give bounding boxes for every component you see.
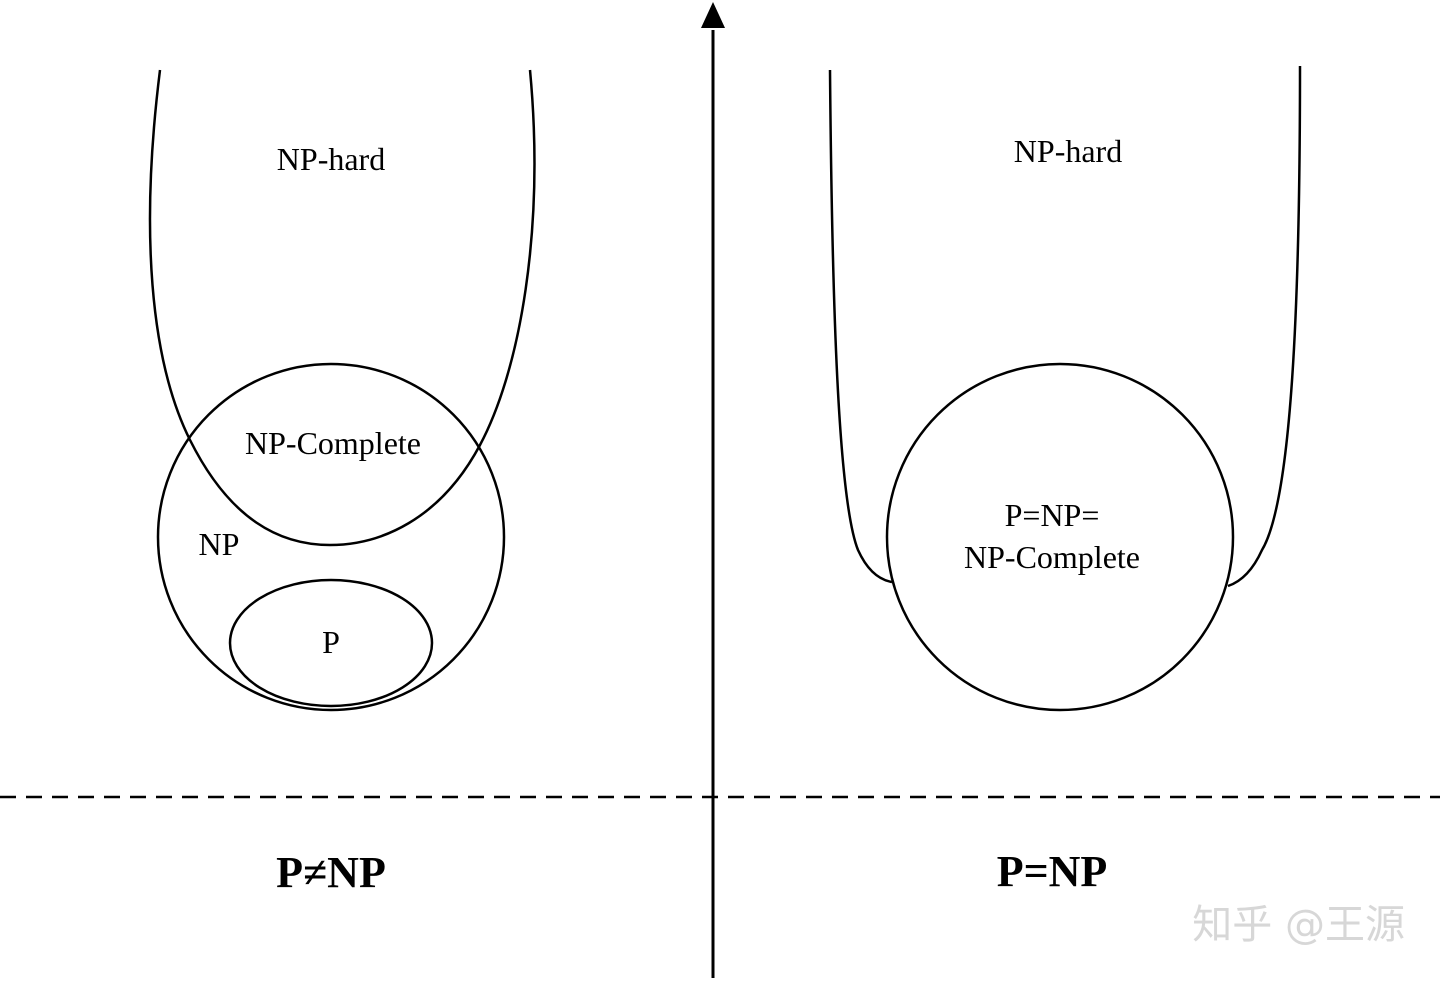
merged-class-circle	[885, 362, 1235, 712]
np-complete-label: NP-Complete	[245, 425, 421, 461]
p-ellipse	[228, 578, 434, 708]
left-caption: P≠NP	[276, 848, 386, 897]
merged-label-line2: NP-Complete	[964, 539, 1140, 575]
left-np-hard-boundary	[148, 69, 536, 547]
p-label: P	[322, 624, 340, 660]
watermark: 知乎 @王源	[1192, 902, 1405, 948]
np-label: NP	[199, 526, 240, 562]
left-np-hard-label: NP-hard	[277, 141, 385, 177]
right-np-hard-boundary-right	[1227, 65, 1302, 588]
right-caption: P=NP	[997, 847, 1108, 896]
np-circle	[156, 362, 506, 712]
vertical-axis-arrowhead	[701, 2, 725, 28]
right-np-hard-label: NP-hard	[1014, 133, 1122, 169]
left-panel: NP-hard NP-Complete NP P P≠NP	[148, 69, 536, 897]
right-np-hard-boundary-left	[828, 69, 893, 584]
right-panel: NP-hard P=NP= NP-Complete P=NP	[828, 65, 1302, 896]
merged-label-line1: P=NP=	[1005, 497, 1100, 533]
